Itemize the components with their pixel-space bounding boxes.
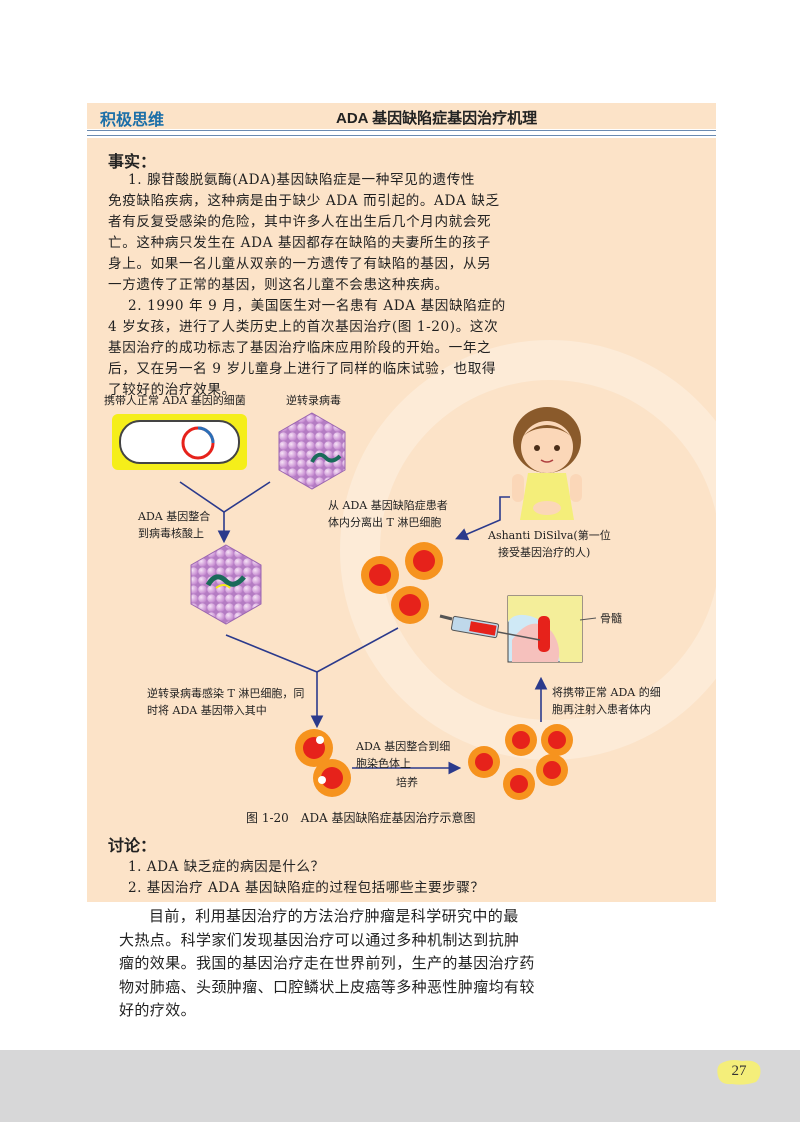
body-paragraph: 目前，利用基因治疗的方法治疗肿瘤是科学研究中的最 大热点。科学家们发现基因治疗可…: [119, 905, 535, 1023]
bone-marrow-inset: [507, 595, 583, 663]
integrate-label-line: 到病毒核酸上: [138, 527, 204, 540]
footer-band: [0, 1050, 800, 1122]
facts-line: 基因治疗的成功标志了基因治疗临床应用阶段的开始。一年之: [108, 340, 492, 356]
page-badge-shape: [717, 1060, 761, 1085]
infected-cell-group: [295, 729, 351, 797]
page-number-badge: 27: [716, 1058, 762, 1086]
facts-line: 后，又在另一名 9 岁儿童身上进行了同样的临床试验，也取得: [108, 361, 497, 377]
figure-caption: 图 1-20 ADA 基因缺陷症基因治疗示意图: [246, 811, 476, 825]
facts-heading: 事实：: [108, 152, 157, 171]
chromosome-label-line: ADA 基因整合到细: [356, 740, 451, 753]
header-divider: [87, 135, 716, 136]
chromosome-label: ADA 基因整合到细 胞染色体上: [356, 738, 450, 772]
infect-label: 逆转录病毒感染 T 淋巴细胞，同 时将 ADA 基因带入其中: [147, 685, 304, 719]
page-title: ADA 基因缺陷症基因治疗机理: [336, 110, 538, 127]
retrovirus-icon: [278, 412, 346, 490]
syringe-icon: [439, 614, 541, 641]
t-cell-group: [361, 542, 443, 624]
facts-line: 了较好的治疗效果。: [108, 382, 236, 398]
facts-line: 4 岁女孩，进行了人类历史上的首次基因治疗(图 1-20)。这次: [108, 319, 499, 335]
bone-marrow-label: 骨髓: [600, 612, 622, 625]
section-label: 积极思维: [100, 112, 165, 129]
retrovirus-label: 逆转录病毒: [286, 394, 341, 407]
bacteria-label: 携带人正常 ADA 基因的细菌: [104, 394, 246, 407]
discussion-question: 2. 基因治疗 ADA 基因缺陷症的过程包括哪些主要步骤？: [128, 880, 485, 896]
reinject-label-line: 胞再注射入患者体内: [552, 703, 651, 716]
patient-label: Ashanti DiSilva(第一位 接受基因治疗的人): [488, 527, 611, 561]
body-line: 好的疗效。: [119, 1001, 197, 1019]
facts-text: 1. 腺苷酸脱氨酶(ADA)基因缺陷症是一种罕见的遗传性 免疫缺陷疾病，这种病是…: [108, 170, 506, 401]
reinject-label: 将携带正常 ADA 的细 胞再注射入患者体内: [552, 684, 661, 718]
body-line: 大热点。科学家们发现基因治疗可以通过多种机制达到抗肿: [119, 930, 520, 949]
integrate-label-line: ADA 基因整合: [138, 510, 211, 523]
body-line: 目前，利用基因治疗的方法治疗肿瘤是科学研究中的最: [149, 907, 519, 925]
facts-line: 2. 1990 年 9 月，美国医生对一名患有 ADA 基因缺陷症的: [128, 298, 506, 314]
facts-line: 者有反复受感染的危险，其中许多人在出生后几个月内就会死: [108, 214, 492, 230]
header-divider: [87, 130, 716, 131]
bacterium-icon: [112, 414, 247, 470]
facts-line: 身上。如果一名儿童从双亲的一方遗传了有缺陷的基因，从另: [108, 256, 492, 272]
patient-label-line: 接受基因治疗的人): [498, 546, 591, 559]
facts-line: 一方遗传了正常的基因，则这名儿童不会患这种疾病。: [108, 277, 449, 293]
patient-girl-illustration: [512, 407, 582, 520]
culture-label: 培养: [396, 776, 418, 789]
facts-line: 免疫缺陷疾病，这种病是由于缺少 ADA 而引起的。ADA 缺乏: [108, 193, 500, 209]
infect-label-line: 逆转录病毒感染 T 淋巴细胞，同: [147, 687, 305, 700]
isolate-label-line: 体内分离出 T 淋巴细胞: [328, 516, 442, 529]
isolate-label: 从 ADA 基因缺陷症患者 体内分离出 T 淋巴细胞: [328, 497, 448, 531]
discussion-question: 1. ADA 缺乏症的病因是什么？: [128, 859, 325, 875]
reinject-label-line: 将携带正常 ADA 的细: [552, 686, 661, 699]
body-line: 物对肺癌、头颈肿瘤、口腔鳞状上皮癌等多种恶性肿瘤均有较: [119, 977, 535, 996]
chromosome-label-line: 胞染色体上: [356, 757, 411, 770]
patient-label-line: Ashanti DiSilva(第一位: [488, 529, 611, 542]
facts-line: 亡。这种病只发生在 ADA 基因都存在缺陷的夫妻所生的孩子: [108, 235, 491, 251]
isolate-label-line: 从 ADA 基因缺陷症患者: [328, 499, 448, 512]
infect-label-line: 时将 ADA 基因带入其中: [147, 704, 267, 717]
page-number: 27: [731, 1063, 747, 1079]
discussion-heading: 讨论：: [108, 836, 157, 855]
recombinant-virus-icon: [190, 544, 262, 625]
gene-therapy-diagram: [112, 407, 597, 800]
facts-line: 1. 腺苷酸脱氨酶(ADA)基因缺陷症是一种罕见的遗传性: [128, 172, 476, 188]
cultured-cell-group: [468, 724, 573, 800]
header-band: [87, 103, 716, 129]
integrate-label: ADA 基因整合 到病毒核酸上: [138, 508, 210, 542]
body-line: 瘤的效果。我国的基因治疗走在世界前列，生产的基因治疗药: [119, 954, 535, 972]
